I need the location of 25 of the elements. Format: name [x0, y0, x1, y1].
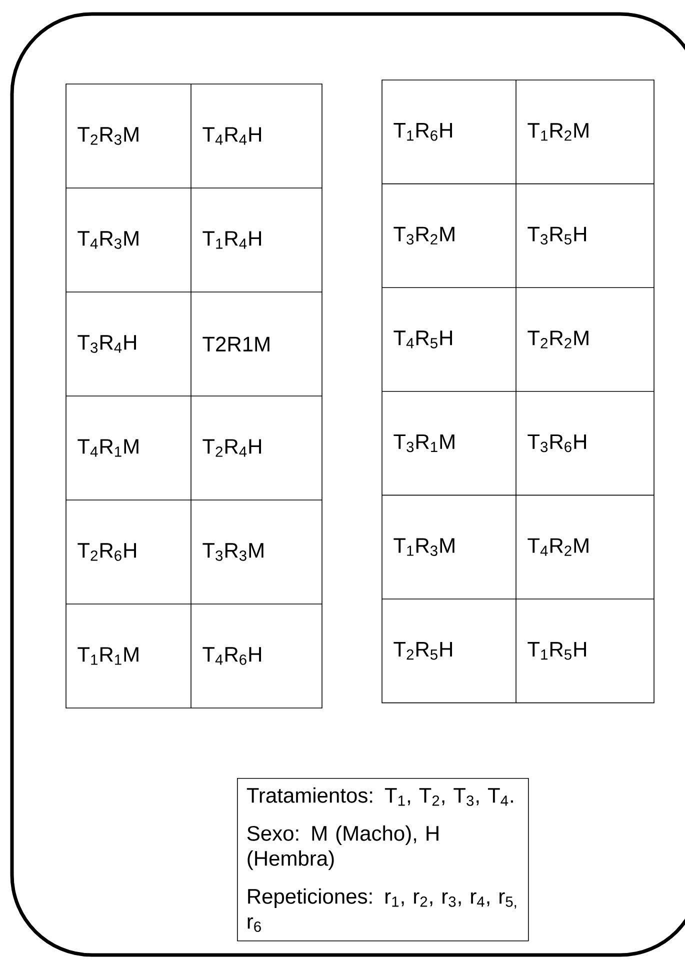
table-cell: T$_{3}$R$_{2}$M: [394, 226, 454, 245]
table-cell: T$_{4}$R$_{4}$H: [202, 127, 261, 145]
table-cell: T$_{1}$R$_{3}$M: [394, 538, 454, 556]
table-cell: T$_{2}$R$_{2}$M: [528, 330, 588, 348]
table-cell: T$_{2}$R$_{6}$H: [78, 543, 136, 561]
table-cell: T$_{1}$R$_{2}$M: [528, 123, 588, 141]
table-cell: T$_{3}$R$_{1}$M: [394, 434, 454, 452]
table-cell: T$_{3}$R$_{6}$H: [528, 434, 586, 452]
table-cell: T$_{1}$R$_{4}$H: [202, 231, 261, 249]
table-cell: T$_{4}$R$_{1}$M: [78, 439, 138, 457]
table-cell: T$_{3}$R$_{5}$H: [528, 226, 586, 245]
table-cell: T$_{1}$R$_{1}$M: [78, 647, 138, 665]
table-cell: T$_{4}$R$_{2}$M: [528, 538, 588, 556]
table-cell: T$_{4}$R$_{5}$H: [394, 330, 452, 348]
table-cell: T$_{4}$R$_{6}$H: [202, 647, 261, 665]
legend-box: Tratamientos: T$_{1}$, T$_{2}$, T$_{3}$, T$_{4}$. Sexo: M (Macho), H (Hembra) Repeticiones: r$_{1}$, r$_{2}$, r$_{3}$, r$_{4}$, r$_{5,}$ r$_{6}$: [237, 778, 529, 942]
table-cell: T$_{2}$R$_{4}$H: [202, 439, 261, 457]
table-cell: T$_{1}$R$_{5}$H: [528, 642, 586, 660]
table-cell: T$_{2}$R$_{3}$M: [78, 127, 138, 145]
table-cell: T$_{3}$R$_{4}$H: [78, 335, 136, 353]
table-cell: T$_{2}$R$_{5}$H: [394, 642, 452, 660]
table-cell: T2R1M: [202, 336, 270, 352]
table-cell: T$_{4}$R$_{3}$M: [78, 231, 138, 249]
table-cell: T$_{3}$R$_{3}$M: [202, 543, 264, 561]
table-cell: T$_{1}$R$_{6}$H: [394, 123, 452, 141]
